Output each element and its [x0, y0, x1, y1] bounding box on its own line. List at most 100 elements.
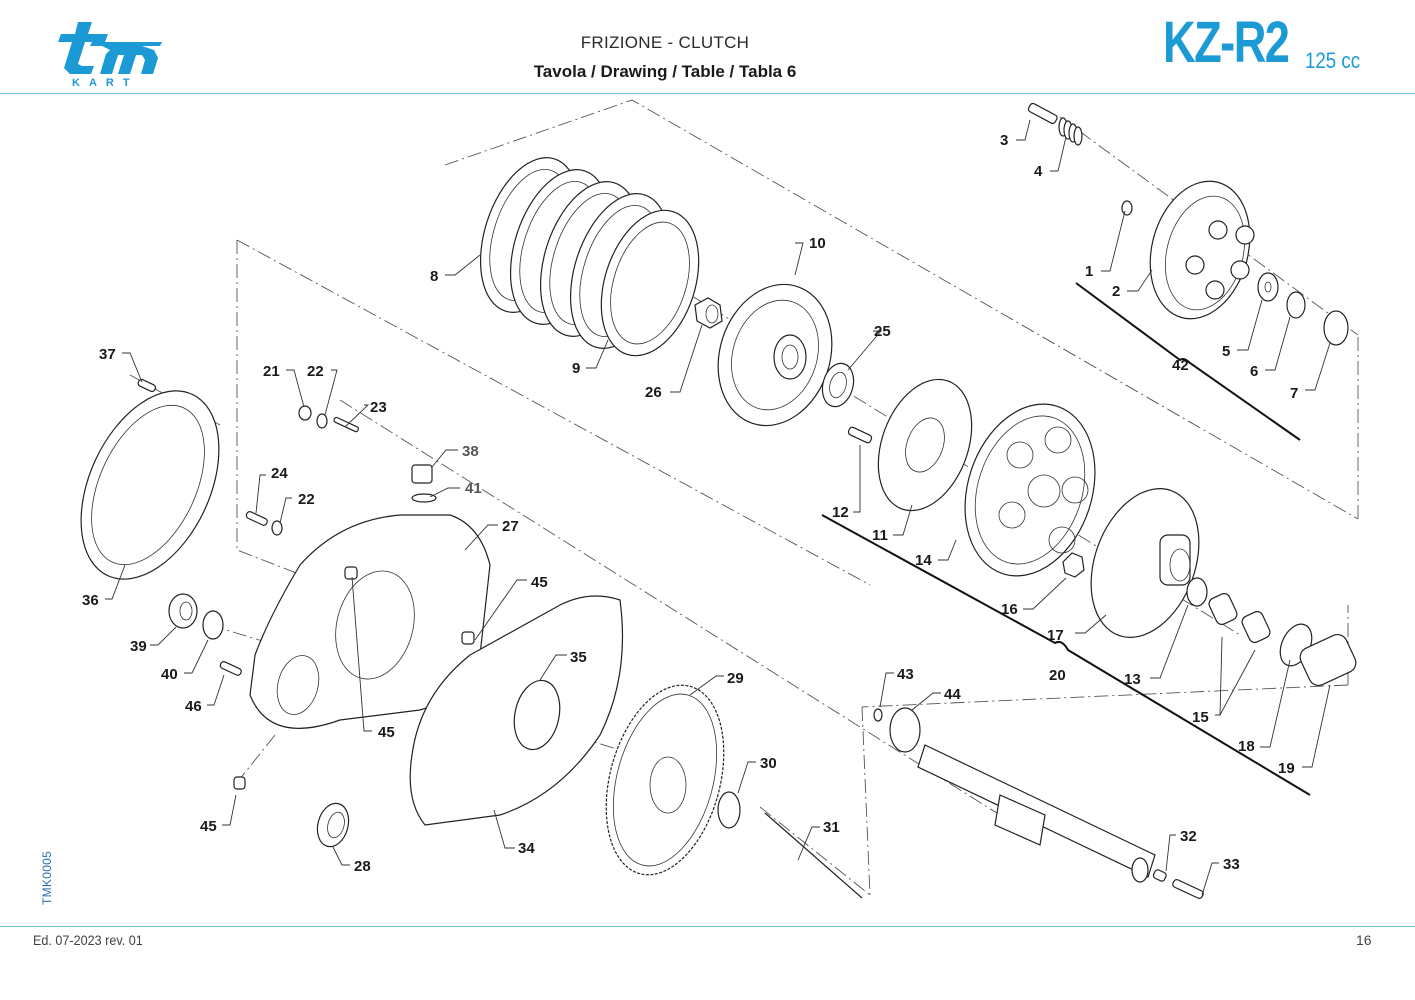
- footer-divider: [0, 926, 1415, 927]
- part-29-primary-gear: [605, 684, 725, 876]
- callout-9: 9: [572, 360, 580, 377]
- callout-19: 19: [1278, 760, 1295, 777]
- part-11-retainer-plate: [877, 378, 973, 512]
- callout-33: 33: [1223, 856, 1240, 873]
- part-41-washer: [411, 493, 437, 503]
- callout-35: 35: [570, 649, 587, 666]
- part-23-stud: [333, 416, 359, 433]
- displacement: 125 cc: [1305, 48, 1361, 73]
- callout-20: 20: [1049, 667, 1066, 684]
- part-37-screw: [137, 378, 157, 393]
- part-28-bearing: [316, 802, 350, 848]
- group-20-brace: [821, 514, 1311, 796]
- callout-30: 30: [760, 755, 777, 772]
- callout-8: 8: [430, 268, 438, 285]
- tm-logo-icon: [58, 22, 162, 74]
- callout-39: 39: [130, 638, 147, 655]
- header-divider: [0, 93, 1415, 94]
- callout-22-lower: 22: [298, 491, 315, 508]
- callout-45-lower: 45: [200, 818, 217, 835]
- callout-45-upper: 45: [531, 574, 548, 591]
- part-3-bolt: [1027, 102, 1058, 124]
- callout-37: 37: [99, 346, 116, 363]
- part-35-seal: [513, 679, 561, 751]
- callout-32: 32: [1180, 828, 1197, 845]
- part-38-plug: [411, 464, 433, 484]
- callout-1: 1: [1085, 263, 1093, 280]
- part-10-clutch-hub: [717, 283, 833, 427]
- callout-2: 2: [1112, 283, 1120, 300]
- part-26-nut: [694, 297, 723, 329]
- callout-46: 46: [185, 698, 202, 715]
- callout-36: 36: [82, 592, 99, 609]
- callout-24: 24: [271, 465, 288, 482]
- page-header: KART FRIZIONE - CLUTCH Tavola / Drawing …: [0, 0, 1415, 94]
- callout-31: 31: [823, 819, 840, 836]
- part-24-screw: [245, 511, 268, 526]
- part-13-seal: [1186, 577, 1208, 607]
- part-43-circlip: [873, 708, 883, 722]
- part-44-washer: [889, 707, 921, 753]
- callout-21: 21: [263, 363, 280, 380]
- callout-26: 26: [645, 384, 662, 401]
- part-mainshaft: [917, 744, 1156, 883]
- callout-16: 16: [1001, 601, 1018, 618]
- part-32-dowel: [1152, 869, 1167, 882]
- callout-17: 17: [1047, 627, 1064, 644]
- callout-23: 23: [370, 399, 387, 416]
- part-39-oil-seal: [168, 593, 198, 629]
- edition-revision: Ed. 07-2023 rev. 01: [33, 932, 143, 948]
- callout-45-middle: 45: [378, 724, 395, 741]
- part-25-thrust-washer: [821, 362, 855, 408]
- part-4-spring: [1058, 117, 1083, 146]
- part-7-pushrod-cap: [1323, 310, 1349, 346]
- callout-40: 40: [161, 666, 178, 683]
- part-shapes: [80, 102, 1357, 900]
- part-1-circlip: [1121, 200, 1133, 216]
- part-31-pushrod: [764, 812, 863, 899]
- leader-lines: [105, 119, 1331, 896]
- part-5-washer: [1257, 272, 1279, 302]
- part-14-clutch-basket: [964, 403, 1096, 577]
- callout-3: 3: [1000, 132, 1008, 149]
- part-15-needle-bearing-b: [1241, 611, 1271, 643]
- table-number: Tavola / Drawing / Table / Tabla 6: [533, 62, 797, 81]
- part-33-pin: [1172, 878, 1204, 900]
- callout-43: 43: [897, 666, 914, 683]
- group-42-brace: [1075, 282, 1301, 441]
- part-6-thrust-bearing: [1286, 291, 1306, 319]
- callout-25: 25: [874, 323, 891, 340]
- callout-15: 15: [1192, 709, 1209, 726]
- part-30-circlip: [717, 791, 741, 829]
- callout-18: 18: [1238, 738, 1255, 755]
- callout-4: 4: [1034, 163, 1043, 180]
- callout-11: 11: [872, 527, 888, 544]
- part-22-washer-b: [271, 520, 283, 536]
- part-45-dowel: [233, 776, 246, 790]
- callout-22-upper: 22: [307, 363, 324, 380]
- part-36-outer-cover-ring: [80, 390, 220, 580]
- drawing-code: TMK0005: [40, 850, 54, 905]
- callout-7: 7: [1290, 385, 1298, 402]
- callout-29: 29: [727, 670, 744, 687]
- callout-34: 34: [518, 840, 535, 857]
- logo-subtitle: KART: [72, 77, 139, 89]
- part-22-washer-a: [316, 413, 328, 429]
- callout-38: 38: [462, 443, 479, 460]
- callout-10: 10: [809, 235, 826, 252]
- tm-kart-logo: KART: [50, 20, 165, 92]
- callout-41: 41: [465, 480, 482, 497]
- part-2-pressure-plate: [1149, 180, 1255, 320]
- part-17-driven-plate: [1090, 488, 1200, 638]
- callout-5: 5: [1222, 343, 1230, 360]
- part-19-bushing: [1299, 633, 1357, 687]
- clutch-exploded-view: 3 4 1 2 42 5 6 7 8 9 10 26 25 12 11 14 1…: [80, 99, 1359, 900]
- callout-27: 27: [502, 518, 519, 535]
- callout-13: 13: [1124, 671, 1141, 688]
- model-name: KZ-R2: [1163, 10, 1290, 75]
- exploded-drawing: 3 4 1 2 42 5 6 7 8 9 10 26 25 12 11 14 1…: [0, 95, 1415, 925]
- part-15-needle-bearing-a: [1208, 593, 1238, 625]
- callout-42: 42: [1172, 357, 1189, 374]
- part-40-o-ring: [202, 610, 224, 640]
- part-16-drive-star: [1062, 552, 1085, 578]
